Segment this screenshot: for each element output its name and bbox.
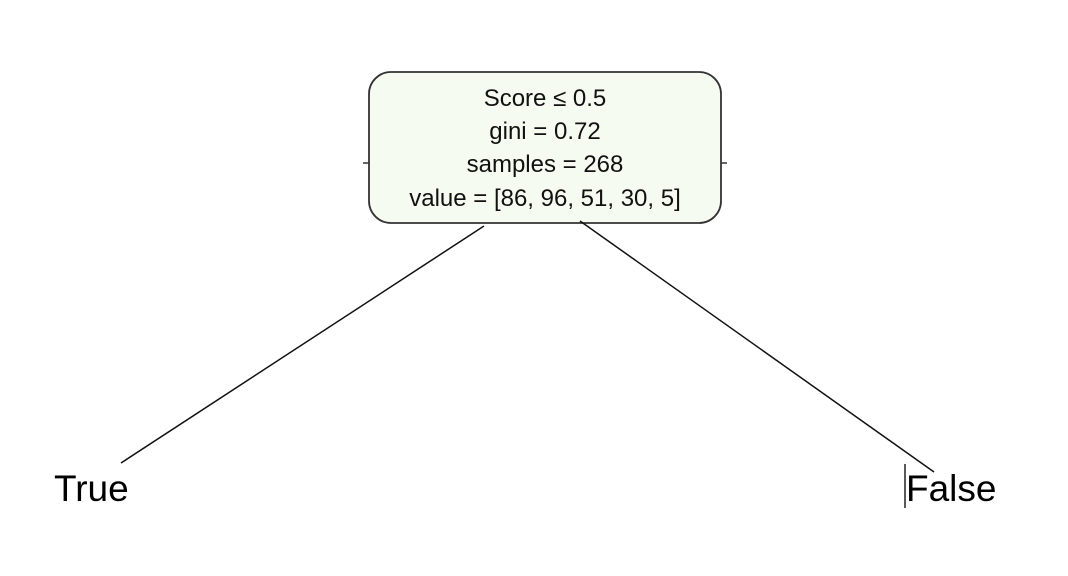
- edge-true: [120, 225, 485, 464]
- node-samples: samples = 268: [467, 151, 624, 178]
- root-node-box: [368, 71, 722, 224]
- edge-false: [579, 220, 935, 473]
- branch-label-true: True: [54, 468, 129, 509]
- branch-label-false: False: [906, 468, 996, 509]
- node-condition: Score ≤ 0.5: [484, 85, 607, 112]
- node-value: value = [86, 96, 51, 30, 5]: [409, 185, 681, 212]
- node-gini: gini = 0.72: [489, 118, 600, 145]
